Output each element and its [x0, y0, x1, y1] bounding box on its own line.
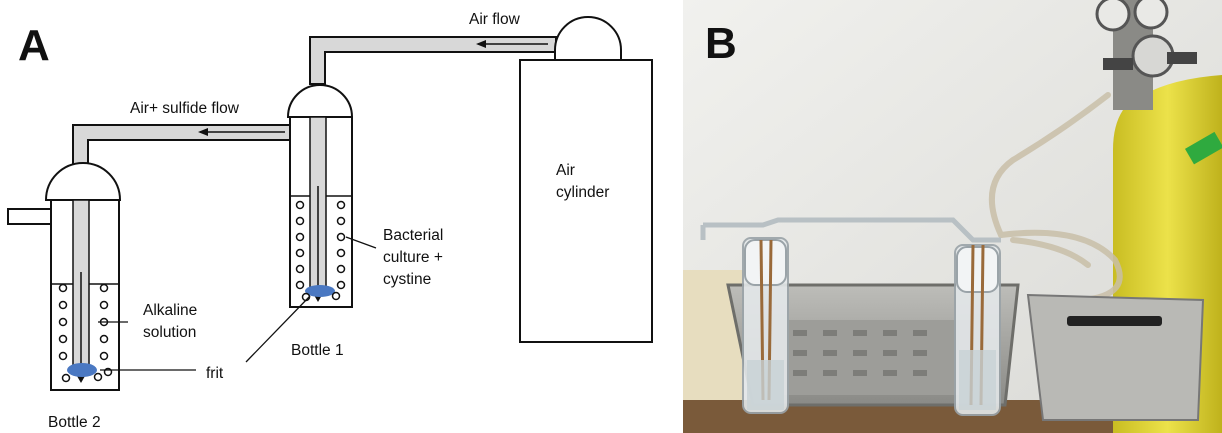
glass-connector: [700, 217, 1001, 243]
panel-a-letter: A: [18, 21, 50, 70]
bacterial-leader: [345, 236, 377, 249]
bottle-1-frit: [305, 285, 335, 297]
air-cylinder-label-1: Air: [556, 162, 575, 179]
air-flow-label: Air flow: [469, 11, 521, 28]
bottle-1: [286, 84, 354, 308]
air-flow-arrow: [476, 40, 548, 48]
bottle-2-label: Bottle 2: [48, 414, 101, 431]
panel-a-diagram: A: [7, 11, 653, 431]
steel-lid: [1026, 293, 1205, 421]
air-cylinder: [519, 16, 653, 343]
photo-bottle-left: [742, 237, 789, 414]
pressure-gauge-icon: [1095, 0, 1131, 32]
tubing: [988, 92, 1123, 303]
alkaline-label-1: Alkaline: [143, 302, 197, 319]
alkaline-label-2: solution: [143, 324, 196, 341]
gas-regulator: [1095, 0, 1197, 110]
bottle-1-label: Bottle 1: [291, 342, 344, 359]
frit-leader-bottle1: [245, 295, 311, 363]
lid-handle: [1067, 316, 1162, 326]
bottle-2-frit: [67, 363, 97, 377]
bottle-2: [7, 162, 122, 391]
panel-b-photo: B: [683, 0, 1222, 433]
air-cylinder-label-2: cylinder: [556, 184, 609, 201]
bacterial-label-3: cystine: [383, 271, 431, 288]
bottle-1-bubbles: [295, 200, 346, 302]
pressure-gauge-icon: [1133, 0, 1169, 30]
panel-b-letter: B: [705, 19, 737, 68]
photo-bottle-right: [954, 244, 1001, 416]
frit-label: frit: [206, 365, 224, 382]
bacterial-label-1: Bacterial: [383, 227, 443, 244]
bacterial-label-2: culture +: [383, 249, 443, 266]
air-sulfide-flow-label: Air+ sulfide flow: [130, 100, 240, 117]
air-sulfide-flow-arrow: [198, 128, 285, 136]
bottle-2-bubbles: [58, 283, 113, 383]
